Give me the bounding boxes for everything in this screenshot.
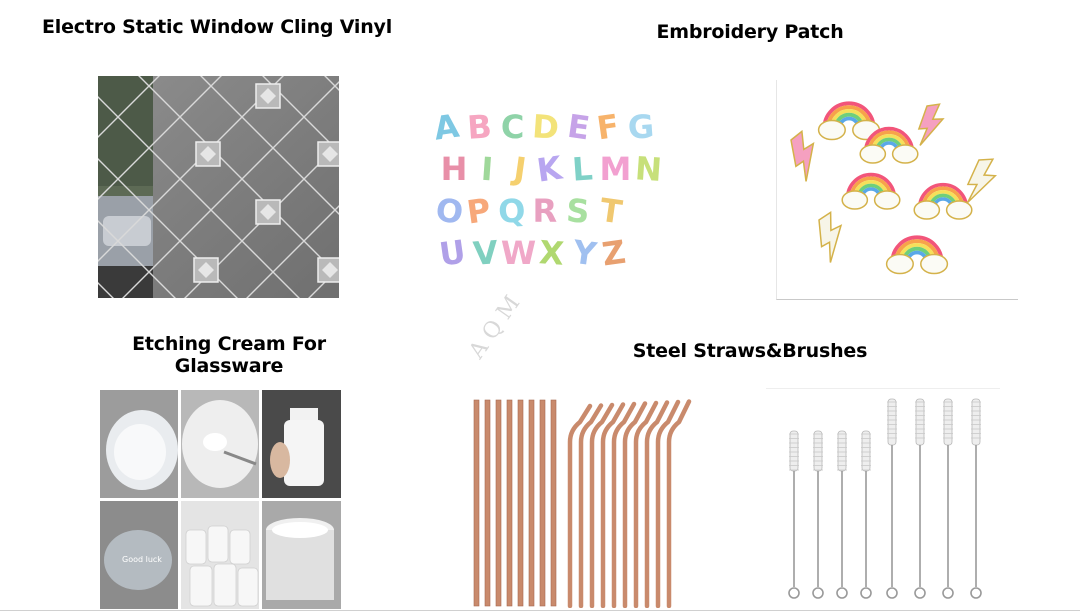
bent-straw	[578, 403, 604, 608]
etching-title-line2: Glassware	[174, 355, 284, 377]
window-cling-image	[98, 76, 339, 298]
letter-patch: K	[534, 148, 565, 189]
rainbow-patch	[913, 182, 973, 220]
letter-patch: A	[432, 108, 462, 148]
bent-straw	[633, 400, 659, 608]
straight-straw	[550, 399, 557, 607]
short-brush	[860, 430, 872, 599]
letter-patch: P	[464, 191, 493, 232]
lightning-bolt-patch	[917, 103, 945, 146]
letter-patch: J	[510, 149, 529, 189]
straight-straw	[517, 399, 524, 607]
steel-straws-image	[462, 392, 698, 608]
straight-straw	[473, 399, 480, 607]
straight-straw	[528, 399, 535, 607]
straight-straw	[484, 399, 491, 607]
letter-patch: S	[565, 191, 591, 231]
rainbow-patch	[841, 172, 901, 210]
bent-straw	[589, 402, 615, 608]
letter-patch: Q	[497, 191, 527, 231]
rainbow-patch	[817, 101, 881, 141]
letter-patch: O	[433, 190, 465, 231]
letter-patch: D	[531, 108, 560, 147]
vinyl-title: Electro Static Window Cling Vinyl	[42, 16, 393, 38]
etching-cream-collage: Good luck	[100, 390, 341, 609]
letter-patch: I	[480, 150, 495, 189]
letter-patch: V	[472, 233, 500, 273]
letter-patch: G	[627, 108, 656, 147]
long-brush	[914, 398, 926, 599]
straight-straw	[495, 399, 502, 607]
long-brush	[886, 398, 898, 599]
bent-straw	[611, 401, 637, 608]
letter-patch: Z	[600, 233, 628, 274]
letter-patch: H	[441, 150, 468, 188]
bottom-divider	[0, 610, 1080, 611]
straws-title: Steel Straws&Brushes	[632, 340, 868, 362]
long-brush	[970, 398, 982, 599]
etched-glass-text: Good luck	[122, 555, 162, 564]
bent-straw	[644, 400, 670, 608]
long-brush	[942, 398, 954, 599]
letter-patch: W	[501, 234, 536, 272]
letter-patch: M	[600, 150, 632, 188]
short-brush	[812, 430, 824, 599]
letter-patch: C	[501, 108, 524, 146]
bent-straw	[567, 403, 593, 608]
letter-patch: L	[571, 149, 594, 188]
lightning-bolt-patch	[966, 158, 998, 204]
letter-patch: N	[634, 149, 663, 189]
straight-straw	[539, 399, 546, 607]
letter-patch: F	[594, 108, 621, 147]
short-brush	[836, 430, 848, 599]
embroidery-title: Embroidery Patch	[656, 21, 844, 43]
lightning-bolt-patch	[818, 210, 843, 263]
short-brush	[788, 430, 800, 599]
cleaning-brushes-image	[766, 388, 1000, 609]
etching-title-line1: Etching Cream For	[132, 333, 326, 355]
bent-straw	[666, 399, 692, 608]
letter-patch: X	[538, 233, 566, 273]
rainbow-patch	[885, 235, 949, 275]
letter-patch: T	[598, 191, 625, 232]
rainbow-patches-image	[776, 80, 1018, 300]
bent-straw	[600, 402, 626, 608]
rainbow-patch	[859, 126, 919, 164]
etching-title: Etching Cream For Glassware	[110, 333, 348, 377]
letter-patch: E	[565, 108, 592, 147]
watermark-text: A Q M	[464, 291, 525, 364]
bent-straw	[622, 401, 648, 608]
letter-patch: B	[466, 108, 493, 147]
lightning-bolt-patch	[790, 129, 815, 182]
letter-patch: R	[533, 192, 558, 230]
watermark: A Q M	[450, 260, 630, 380]
bent-straw	[655, 399, 681, 608]
straight-straw	[506, 399, 513, 607]
